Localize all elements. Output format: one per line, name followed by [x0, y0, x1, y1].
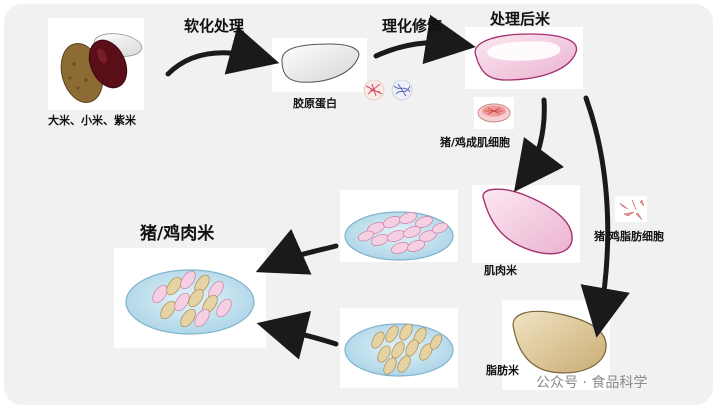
- fat-cell-icon: [619, 199, 645, 221]
- meat-rice-label: 猪/鸡肉米: [140, 224, 215, 244]
- arrow-to-fat: [580, 95, 630, 338]
- treated-rice-label: 处理后米: [490, 10, 551, 28]
- fat-rice-dish: [344, 323, 454, 377]
- fat-cells-label: 猪/鸡脂肪细胞: [594, 230, 665, 243]
- muscle-rice-grain: [482, 188, 573, 255]
- collagen-label: 胶原蛋白: [293, 97, 337, 110]
- grains-illustration: [60, 33, 143, 103]
- process-arrows: [165, 14, 630, 360]
- muscle-rice-dish: [344, 211, 454, 261]
- plain-rice-grain: [281, 43, 360, 83]
- meat-rice-dish: [125, 269, 255, 335]
- modification-label: 理化修饰: [382, 17, 443, 35]
- softening-label: 软化处理: [184, 17, 245, 35]
- arrow-muscle-to-meat: [255, 228, 339, 275]
- watermark: 公众号 · 食品科学: [536, 375, 648, 391]
- grains-label: 大米、小米、紫米: [48, 114, 136, 127]
- collagen-fiber-icons: [363, 79, 413, 101]
- arrow-softening: [165, 26, 280, 77]
- muscle-rice-label: 肌肉米: [484, 264, 517, 277]
- muscle-cell-dish: [477, 103, 511, 123]
- arrow-modification: [373, 14, 476, 65]
- muscle-cells-label: 猪/鸡成肌细胞: [440, 136, 511, 149]
- arrow-fat-to-meat: [256, 311, 339, 360]
- arrow-to-muscle: [514, 97, 564, 193]
- fat-rice-label: 脂肪米: [486, 364, 519, 377]
